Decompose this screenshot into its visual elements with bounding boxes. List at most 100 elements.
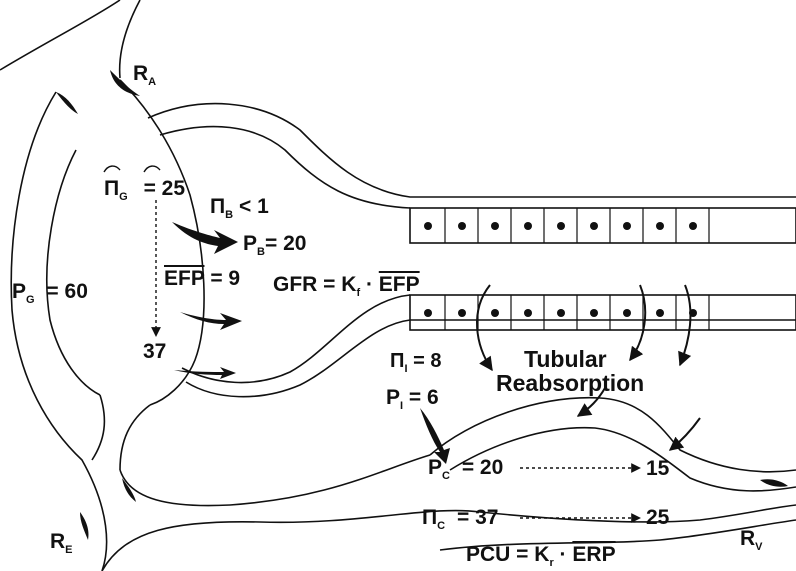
label-reabsorption: Reabsorption <box>496 370 645 396</box>
resistance-ra-mark <box>110 70 140 96</box>
label-p-b-sub: B <box>257 246 265 258</box>
label-pcu-mid: · <box>553 543 573 566</box>
efferent-arteriole <box>119 454 431 507</box>
bowman-capsule-inner-bottom <box>181 294 411 384</box>
label-re: RE <box>50 530 73 556</box>
filtration-arrow-mid <box>180 312 242 330</box>
label-ra-main: R <box>133 62 149 85</box>
efferent-junction-r <box>119 404 151 471</box>
label-p-g: PG = 60 <box>12 280 88 306</box>
label-pi-g: ΠG = 25 <box>104 177 186 203</box>
label-pi-g-main: Π <box>104 177 120 200</box>
resistance-efferent-mark <box>122 478 136 502</box>
tubule-wall-top <box>409 207 796 244</box>
label-p-i-rest: = 6 <box>408 386 439 409</box>
label-pi-b-main: Π <box>210 195 226 218</box>
label-pi-i: ΠI = 8 <box>390 350 442 375</box>
capillary-upper-wall <box>429 396 796 473</box>
label-pcu-sub: r <box>549 557 554 569</box>
bowman-capsule-bottom <box>185 319 796 398</box>
tubule-wall-bottom <box>409 294 796 331</box>
label-p-c: PC = 20 <box>428 456 504 482</box>
label-pi-c-end: 25 <box>646 506 670 529</box>
label-pi-i-sub: I <box>404 363 408 375</box>
resistance-rv-mark <box>760 479 788 487</box>
reabsorption-arrow-3 <box>678 284 692 367</box>
pig-caret-2 <box>143 165 161 173</box>
label-pi-b-rest: < 1 <box>238 195 269 218</box>
efferent-arteriole-lower <box>101 509 481 571</box>
label-efp: EFP = 9 <box>164 268 240 289</box>
tubule-cell-dividers-bottom <box>444 295 710 330</box>
label-p-c-rest: = 20 <box>461 456 504 479</box>
label-pi-c-sub: C <box>437 520 446 532</box>
label-pi-b: ΠB < 1 <box>210 195 269 221</box>
label-p-b: PB= 20 <box>243 232 307 258</box>
label-p-c-main: P <box>428 456 443 479</box>
label-p-i-sub: I <box>400 400 404 412</box>
label-rv: RV <box>740 527 763 553</box>
tubule-nuclei-bottom <box>424 309 697 317</box>
label-gfr-over: EFP <box>378 273 420 296</box>
reabsorption-arrow-4 <box>576 387 606 417</box>
tubule-nuclei-top <box>424 222 697 230</box>
reabsorption-arrow-2 <box>629 284 647 362</box>
label-pcu-over: ERP <box>572 543 616 566</box>
label-gfr-lead: GFR = K <box>273 273 357 296</box>
label-p-b-main: P <box>243 232 258 255</box>
glomerulus-inner-loop <box>119 79 205 406</box>
venule-lower-wall <box>439 519 796 551</box>
pig-caret-1 <box>103 165 121 173</box>
label-p-c-end: 15 <box>646 457 670 480</box>
label-pi-g-sub: G <box>119 191 128 203</box>
glomerulus-inner-left <box>46 149 101 396</box>
capillary-inner-wall <box>449 426 796 492</box>
label-p-c-sub: C <box>442 470 450 482</box>
label-efp-rest: = 9 <box>210 267 241 290</box>
label-ra-sub: A <box>148 76 157 88</box>
label-pcu: PCU = Kr · ERP <box>466 543 616 569</box>
filtration-arrow-large <box>172 222 238 254</box>
bowman-capsule-top <box>147 102 796 198</box>
label-rv-sub: V <box>755 541 763 553</box>
label-p-g-rest: = 60 <box>46 280 88 303</box>
label-pi-c: ΠC = 37 <box>422 506 499 532</box>
glomerulus-outer-loop <box>10 91 108 571</box>
reabsorption-arrow-5 <box>668 417 701 451</box>
label-pi-g-rest: = 25 <box>143 177 186 200</box>
label-pi-b-sub: B <box>225 209 234 221</box>
label-p-g-sub: G <box>26 294 35 306</box>
label-p-i-main: P <box>386 386 401 409</box>
reabsorption-arrow-1 <box>476 284 493 372</box>
tubule-cell-dividers-top <box>444 208 710 243</box>
label-ra: RA <box>133 62 156 88</box>
afferent-arteriole-outer <box>0 0 121 71</box>
label-gfr: GFR = Kf · EFP <box>273 273 420 299</box>
label-re-sub: E <box>65 544 73 556</box>
bowman-capsule-inner-top <box>159 125 411 209</box>
resistance-re-mark <box>80 512 89 540</box>
label-37: 37 <box>143 340 167 363</box>
label-pi-i-main: Π <box>390 350 405 372</box>
label-pi-c-main: Π <box>422 506 438 529</box>
label-gfr-mid: · <box>360 273 379 296</box>
capillary-lower-wall <box>479 504 796 523</box>
label-tubular: Tubular <box>524 346 607 372</box>
pi-arrow <box>420 408 450 464</box>
resistance-glom-mark <box>56 92 78 114</box>
label-pi-c-rest: = 37 <box>456 506 499 529</box>
label-efp-over: EFP <box>164 267 205 290</box>
label-pi-i-rest: = 8 <box>413 350 442 372</box>
label-re-main: R <box>50 530 66 553</box>
filtration-arrow-small <box>174 367 236 379</box>
label-rv-main: R <box>740 527 756 550</box>
label-p-i: PI = 6 <box>386 386 439 412</box>
efferent-junction <box>91 394 106 461</box>
label-gfr-sub: f <box>356 287 361 299</box>
label-p-b-rest: = 20 <box>264 232 307 255</box>
label-pcu-lead: PCU = K <box>466 543 550 566</box>
afferent-arteriole-inner <box>118 0 141 79</box>
label-p-g-main: P <box>12 280 27 303</box>
